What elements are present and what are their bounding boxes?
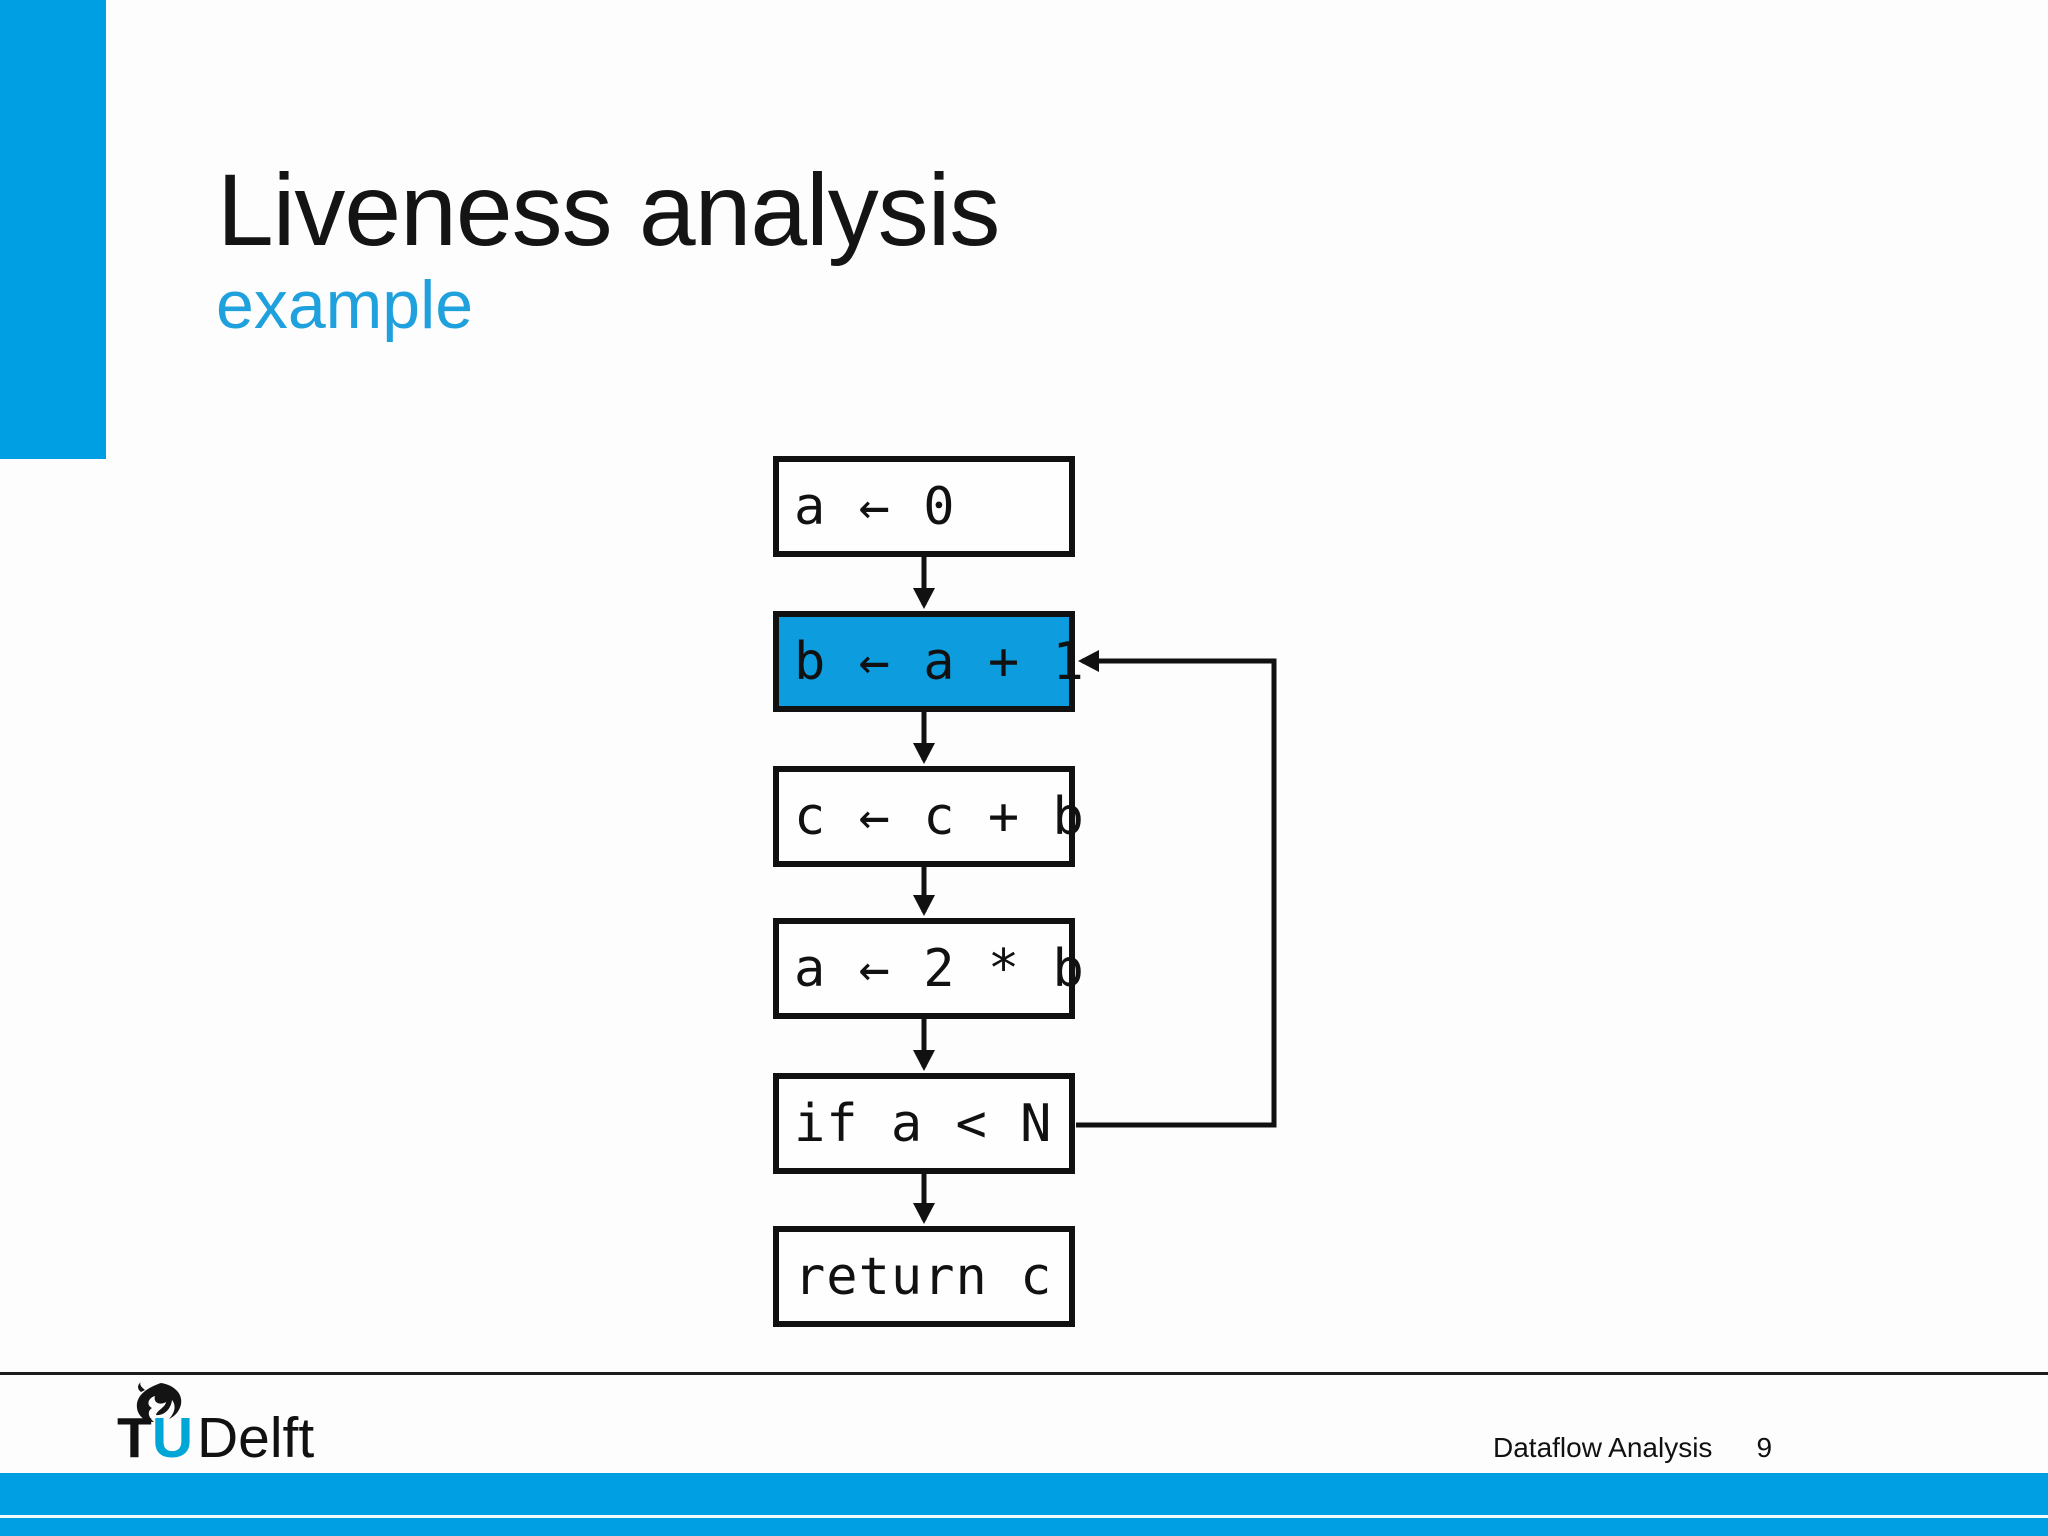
page-subtitle: example bbox=[216, 267, 474, 343]
flow-node: a ← 0 bbox=[773, 456, 1075, 557]
edge-loop-back bbox=[1076, 650, 1277, 1128]
footer-text: Dataflow Analysis 9 bbox=[1493, 1432, 1772, 1464]
logo-letter-u: U bbox=[151, 1406, 193, 1470]
logo-word-delft: Delft bbox=[197, 1406, 315, 1470]
flow-node-highlighted: b ← a + 1 bbox=[773, 611, 1084, 712]
flow-node: a ← 2 * b bbox=[773, 918, 1084, 1019]
bottom-accent-bar bbox=[0, 1473, 2048, 1536]
top-left-accent-bar bbox=[0, 0, 106, 459]
flow-node: c ← c + b bbox=[773, 766, 1084, 867]
bottom-bar-divider-line bbox=[0, 1515, 2048, 1518]
tu-delft-logo: TUDelft bbox=[117, 1380, 377, 1470]
page-title: Liveness analysis bbox=[217, 153, 1000, 267]
logo-letter-t: T bbox=[117, 1406, 152, 1470]
tu-delft-flame-icon bbox=[136, 1382, 182, 1422]
footer-divider bbox=[0, 1372, 2048, 1375]
flow-node: if a < N bbox=[773, 1073, 1075, 1174]
flow-node: return c bbox=[773, 1226, 1075, 1327]
footer-page-number: 9 bbox=[1756, 1432, 1773, 1463]
tu-delft-logo-text: TUDelft bbox=[117, 1410, 314, 1467]
footer-course-label: Dataflow Analysis bbox=[1493, 1432, 1713, 1463]
